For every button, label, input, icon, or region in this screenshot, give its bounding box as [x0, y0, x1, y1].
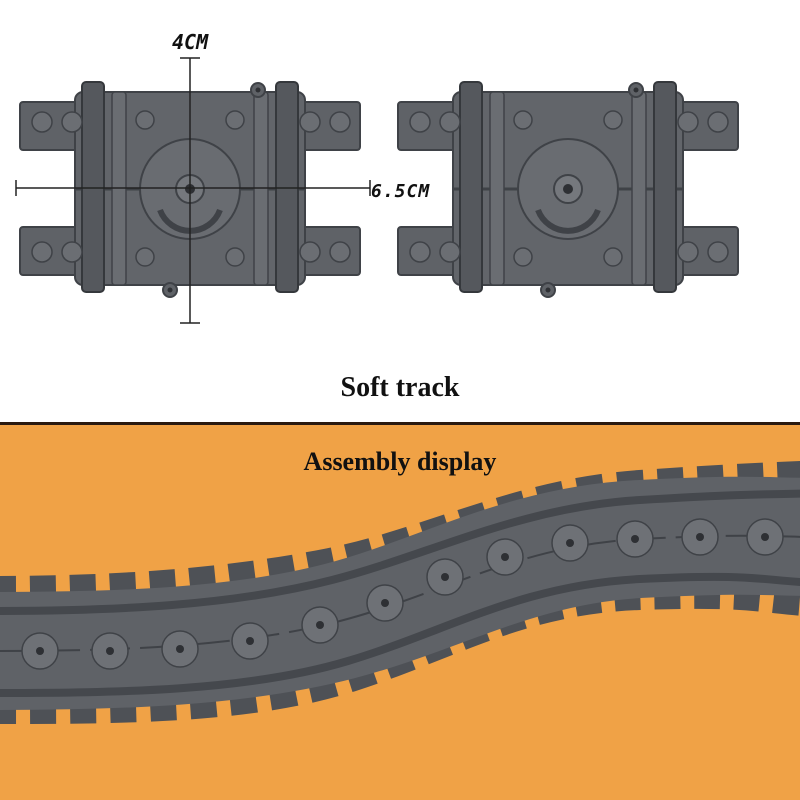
- soft-track-piece: [398, 82, 738, 297]
- soft-track-caption: Soft track: [340, 372, 460, 403]
- soft-track-panel: 4CM 6.5CM Soft track: [15, 30, 800, 403]
- panel-divider: [0, 422, 800, 425]
- assembly-display-caption: Assembly display: [303, 447, 497, 476]
- track-pieces-illustration: [15, 57, 800, 324]
- height-dimension-label: 4CM: [172, 30, 209, 54]
- width-dimension-label: 6.5CM: [371, 181, 431, 202]
- assembled-track-illustration: [0, 460, 800, 724]
- assembly-display-panel: Assembly display: [0, 425, 800, 800]
